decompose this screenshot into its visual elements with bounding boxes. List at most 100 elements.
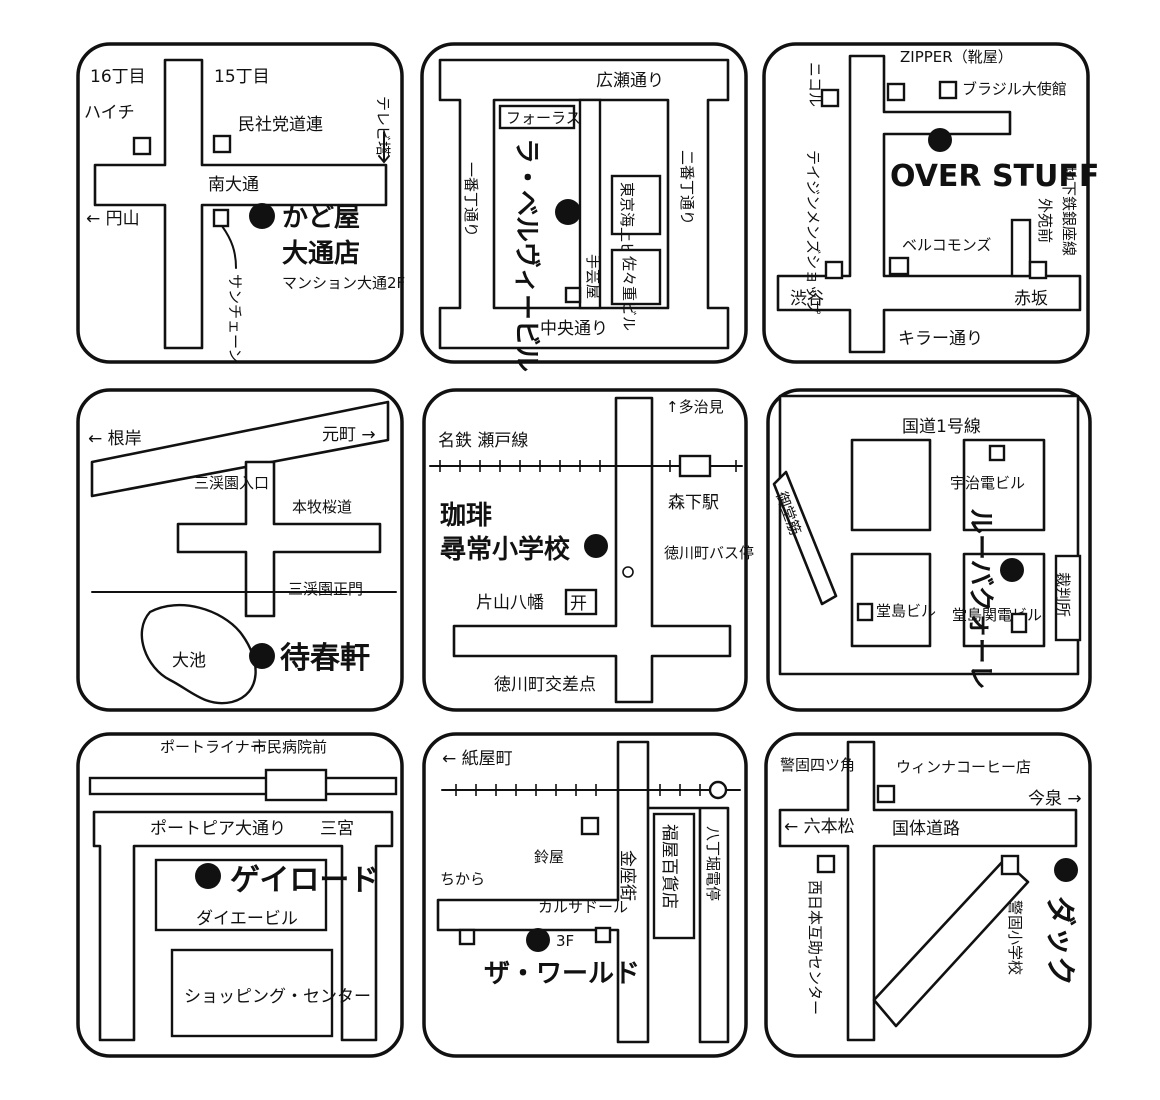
sunchain-marker: [212, 208, 230, 228]
label-busstop: 徳川町バス停: [664, 544, 754, 562]
morishita-station: [678, 454, 712, 478]
label-main-street: 南大通: [208, 175, 259, 195]
panel-2: 広瀬通り フォーラス 一番丁通り 二番丁通り ラ・ベルヴィービル 東京海上ビル …: [420, 42, 748, 372]
label-16chome: 16丁目: [90, 67, 146, 87]
shop-name-line1: 珈琲: [440, 501, 492, 531]
shop-building: マンション大通2F: [282, 274, 405, 292]
label-imaizumi: 今泉 →: [1028, 789, 1082, 809]
diagonal-road: [90, 400, 390, 498]
label-tajimi: ↑多治見: [666, 398, 724, 416]
minsha-marker: [212, 134, 232, 154]
label-fukuya: 福屋百貨店: [659, 824, 679, 909]
mido-road: [772, 470, 838, 606]
brazil-marker: [938, 80, 958, 100]
label-brazil: ブラジル大使館: [962, 80, 1067, 98]
label-chikara: ちから: [440, 870, 485, 888]
haichi-marker: [132, 136, 152, 156]
wiener-marker: [876, 784, 896, 804]
shopping-center: [170, 948, 334, 1038]
label-sasaju: 佐々重ビル: [620, 256, 638, 331]
shop-name-line2: 尋常小学校: [440, 534, 571, 565]
panel-8: ← 紙屋町 八丁堀電停 鈴屋 金座街 福屋百貨店 ちから カルサドール 3F ザ…: [422, 732, 748, 1058]
shop-name: ダック: [1042, 896, 1077, 986]
dojima-den-marker: [1010, 612, 1028, 634]
shop-dot: [928, 128, 952, 152]
suzuya-marker: [580, 816, 600, 836]
panel-1: 16丁目 15丁目 テレビ塔 ハイチ 民社党道連 南大通 ← 円山 サンチェーン…: [76, 42, 405, 364]
label-minsha: 民社党道連: [238, 115, 323, 135]
label-pond: 大池: [172, 651, 206, 671]
street-grid: [778, 394, 1080, 676]
panel-4: ← 根岸 元町 → 三渓園入口 本牧桜道 三渓園正門 大池 待春軒: [76, 388, 404, 712]
label-court: 裁判所: [1054, 572, 1072, 617]
shop-dot: [584, 534, 608, 558]
cross-road: [176, 460, 382, 618]
railway-ties: [439, 460, 737, 472]
street-grid: [93, 58, 388, 350]
label-maruyama: ← 円山: [86, 209, 140, 229]
label-sankeien-gate: 三渓園正門: [288, 580, 363, 598]
diagonal-road: [872, 858, 1030, 1028]
label-akasaka: 赤坂: [1014, 289, 1048, 309]
label-haichi: ハイチ: [84, 103, 135, 123]
uji-marker: [988, 444, 1006, 462]
nicole-marker: [820, 88, 840, 108]
daiei-building: [154, 858, 328, 932]
label-teijin: テイジンメンズショップ: [804, 150, 822, 314]
side-street: [1010, 218, 1032, 278]
label-morishita: 森下駅: [668, 493, 719, 513]
shop-name: ラ・ベルヴィービル: [511, 138, 542, 372]
label-suzuya: 鈴屋: [534, 848, 564, 866]
label-crossing: 徳川町交差点: [494, 675, 596, 695]
label-sunchain: サンチェーン: [226, 274, 244, 363]
street-grid: [452, 396, 732, 704]
tram-ties: [455, 784, 701, 796]
panel-5: ↑多治見 名鉄 瀬戸線 森下駅 珈琲 尋常小学校 徳川町バス停 片山八幡 开 徳…: [422, 388, 754, 712]
label-negishi: ← 根岸: [88, 429, 142, 449]
shop-dot: [249, 643, 275, 669]
label-daiei: ダイエービル: [196, 909, 298, 929]
label-shibuya: 渋谷: [790, 289, 824, 309]
label-sannomiya: 三宮: [320, 819, 354, 839]
label-uji: 宇治電ビル: [950, 474, 1025, 492]
shop-dot: [526, 928, 550, 952]
portliner-track: [88, 776, 398, 796]
shrine-mark: 开: [570, 594, 587, 614]
tokio-building: [610, 174, 662, 236]
label-motomachi: 元町 →: [322, 425, 376, 445]
forlas-building: [498, 104, 576, 130]
label-wiener: ウィンナコーヒー店: [896, 758, 1031, 776]
nishinippon-marker: [816, 854, 836, 874]
label-dojima: 堂島ビル: [876, 602, 936, 620]
panel-9: 警固四ツ角 ウィンナコーヒー店 今泉 → ← 六本松 国体道路 西日本互助センタ…: [764, 732, 1092, 1058]
label-tv-tower: テレビ塔: [374, 96, 392, 156]
shop-name-line1: かど屋: [282, 203, 360, 233]
label-karusa: カルサドール: [538, 898, 628, 916]
label-hirose: 広瀬通り: [596, 71, 664, 91]
street-grid: [438, 58, 730, 350]
label-zipper: ZIPPER（靴屋）: [900, 48, 1013, 66]
hacchobori-stop: [708, 780, 728, 800]
label-belcomons: ベルコモンズ: [902, 236, 991, 254]
street-grid: [436, 740, 730, 1044]
zipper-marker: [886, 82, 906, 102]
label-chikatetsu: 地下鉄銀座線: [1060, 166, 1078, 256]
label-forlas: フォーラス: [506, 109, 581, 127]
label-katayama: 片山八幡: [476, 593, 544, 613]
katayama-shrine: [564, 588, 598, 616]
panel-7: ポートライナー 市民病院前 ポートピア大通り 三宮 ゲイロード ダイエービル シ…: [76, 732, 404, 1058]
label-portliner-1: ポートライナー: [160, 738, 265, 756]
shop-dot: [195, 863, 221, 889]
shop-name: 待春軒: [280, 641, 370, 676]
dojima-marker: [856, 602, 874, 622]
label-gaien: 外苑前: [1036, 198, 1054, 243]
label-keigo4: 警固四ツ角: [780, 756, 855, 774]
sasaju-building: [610, 248, 662, 306]
shop-dot: [1054, 858, 1078, 882]
school-marker: [1000, 854, 1020, 876]
shop-name: ゲイロード: [230, 863, 379, 898]
label-teigeiya: 手芸屋: [584, 254, 602, 299]
shop-dot: [555, 199, 581, 225]
belcomons-marker: [888, 256, 910, 276]
